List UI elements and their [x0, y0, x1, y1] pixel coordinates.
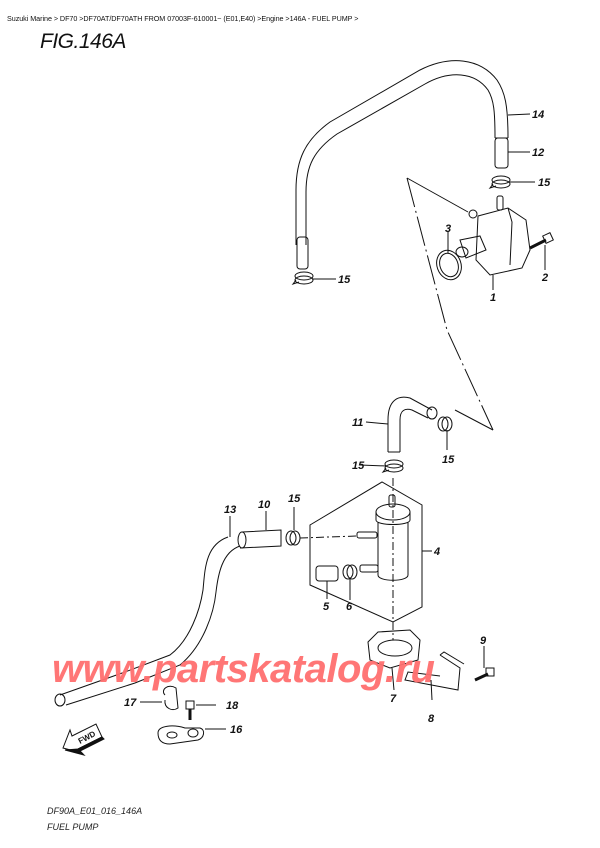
clamp-15-mid-right[interactable]	[437, 416, 453, 432]
callout-14: 14	[532, 109, 544, 121]
part-16-clamp-plate[interactable]	[157, 725, 205, 745]
callout-4: 4	[433, 546, 440, 558]
callout-12: 12	[532, 147, 544, 159]
part-17-clip[interactable]	[162, 685, 179, 711]
callout-15-left: 15	[338, 274, 351, 286]
watermark: www.partskatalog.ru	[52, 647, 435, 691]
callout-11: 11	[352, 417, 363, 429]
part-2-bolt[interactable]	[529, 232, 554, 250]
callout-8: 8	[428, 713, 435, 725]
callout-13: 13	[224, 504, 236, 516]
part-14-hose-end	[296, 236, 309, 270]
clamp-15-mid[interactable]	[381, 459, 404, 473]
clamp-15-top[interactable]	[488, 175, 511, 189]
callout-10: 10	[258, 499, 271, 511]
clamp-15-left[interactable]	[291, 271, 314, 285]
part-7-filter-holder[interactable]	[367, 629, 421, 669]
callout-2: 2	[541, 272, 548, 284]
callout-6: 6	[346, 601, 353, 613]
clamp-15-filter[interactable]	[285, 530, 301, 546]
part-10-hose[interactable]	[237, 529, 282, 549]
leader-lines	[140, 113, 546, 730]
callout-15-top: 15	[538, 177, 551, 189]
part-12-hose[interactable]	[494, 137, 509, 169]
part-14-hose[interactable]	[295, 60, 509, 245]
fwd-arrow-icon: FWD	[62, 723, 105, 756]
assembly-guide-line	[406, 177, 494, 431]
callout-18: 18	[226, 700, 239, 712]
part-1-fuel-pump[interactable]	[455, 195, 531, 276]
part-6-clamp[interactable]	[342, 564, 358, 580]
figure-name: FUEL PUMP	[47, 822, 99, 832]
part-5-hose[interactable]	[315, 565, 339, 582]
part-11-elbow-hose[interactable]	[387, 396, 438, 453]
figure-code: DF90A_E01_016_146A	[47, 806, 143, 816]
breadcrumb[interactable]: Suzuki Marine > DF70 >DF70AT/DF70ATH FRO…	[7, 14, 359, 23]
callout-5: 5	[323, 601, 330, 613]
callout-15-filter: 15	[288, 493, 301, 505]
callout-15-mid: 15	[352, 460, 365, 472]
part-18-bolt[interactable]	[185, 700, 195, 720]
part-13-hose[interactable]	[54, 536, 241, 707]
callout-1: 1	[490, 292, 496, 304]
callout-9: 9	[480, 635, 487, 647]
part-9-bolt[interactable]	[474, 667, 495, 682]
callout-3: 3	[445, 223, 451, 235]
callout-15-mid-right: 15	[442, 454, 455, 466]
part-4-fuel-filter[interactable]	[299, 478, 423, 640]
part-3-o-ring[interactable]	[433, 247, 466, 283]
callout-17: 17	[124, 697, 137, 709]
figure-title: FIG.146A	[40, 30, 126, 53]
callout-16: 16	[230, 724, 243, 736]
callout-numbers: 14 12 15 15 3 1 2 11 15 15 4 15 10 13 5 …	[124, 109, 551, 736]
callout-7: 7	[390, 693, 397, 705]
